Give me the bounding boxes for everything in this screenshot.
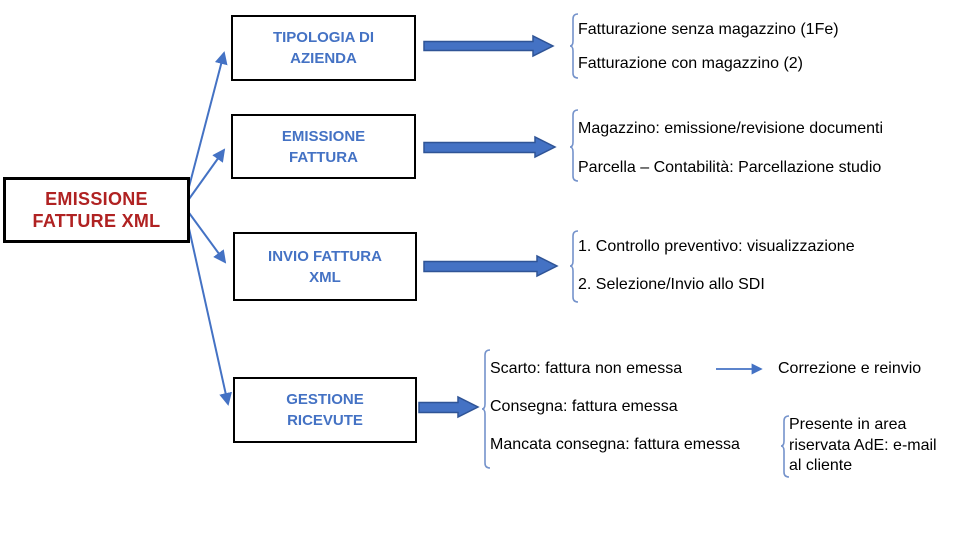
process-box-tipologia-di-azienda: TIPOLOGIA DI AZIENDA: [231, 15, 416, 81]
connector-root-to-tipologia: [183, 51, 228, 207]
detail-mancata-consegna-fattura: Mancata consegna: fattura emessa: [490, 436, 740, 453]
root-box-label-line1: EMISSIONE: [45, 189, 148, 209]
process-box-label-line: TIPOLOGIA DI: [272, 29, 375, 46]
detail-parcella-contabilita: Parcella – Contabilità: Parcellazione st…: [578, 159, 882, 176]
block-arrow-tipologia: [423, 34, 555, 58]
brace-group-emissione: [569, 109, 579, 182]
detail-magazzino-emissione-revisione: Magazzino: emissione/revisione documenti: [578, 120, 884, 137]
detail-fatturazione-senza-magazzino: Fatturazione senza magazzino (1Fe): [578, 21, 839, 38]
root-box-emissione-fatture-xml: EMISSIONE FATTURE XML: [3, 177, 190, 243]
process-box-label-line: FATTURA: [289, 148, 358, 166]
block-arrow-invio: [423, 254, 559, 278]
process-box-invio-fattura-xml: INVIO FATTURA XML: [233, 232, 417, 301]
brace-mancata-note: [780, 415, 790, 478]
process-box-label-line: EMISSIONE: [281, 127, 366, 145]
process-box-label-line: XML: [309, 268, 341, 286]
followup-correzione-e-reinvio: Correzione e reinvio: [778, 360, 922, 377]
process-box-gestione-ricevute: GESTIONE RICEVUTE: [233, 377, 417, 443]
connector-root-to-invio: [183, 205, 227, 264]
detail-consegna-fattura-emessa: Consegna: fattura emessa: [490, 398, 678, 415]
block-arrow-gestione: [418, 395, 480, 419]
process-box-label-line: AZIENDA: [290, 50, 357, 67]
note-line: al cliente: [789, 457, 853, 474]
process-box-label-line: RICEVUTE: [287, 412, 363, 429]
detail-scarto-fattura-non-emessa: Scarto: fattura non emessa: [490, 360, 683, 377]
detail-controllo-preventivo: 1. Controllo preventivo: visualizzazione: [578, 238, 855, 255]
followup-mancata-consegna-note: Presente in area riservata AdE: e-mail a…: [789, 415, 937, 477]
process-box-emissione-fattura: EMISSIONE FATTURA: [231, 114, 416, 179]
root-box-label-line2: FATTURE XML: [32, 211, 161, 231]
brace-group-gestione: [481, 349, 491, 469]
detail-fatturazione-con-magazzino: Fatturazione con magazzino (2): [578, 55, 803, 72]
process-box-label-line: INVIO FATTURA: [268, 247, 382, 265]
brace-group-tipologia: [569, 13, 579, 79]
note-line: Presente in area: [789, 416, 907, 433]
block-arrow-emissione: [423, 135, 557, 159]
connector-root-to-emissione: [183, 148, 226, 207]
brace-group-invio: [569, 230, 579, 303]
connector-root-to-gestione: [183, 205, 232, 406]
detail-selezione-invio-sdi: 2. Selezione/Invio allo SDI: [578, 276, 765, 293]
note-line: riservata AdE: e-mail: [789, 436, 937, 454]
process-box-label-line: GESTIONE: [286, 391, 364, 408]
